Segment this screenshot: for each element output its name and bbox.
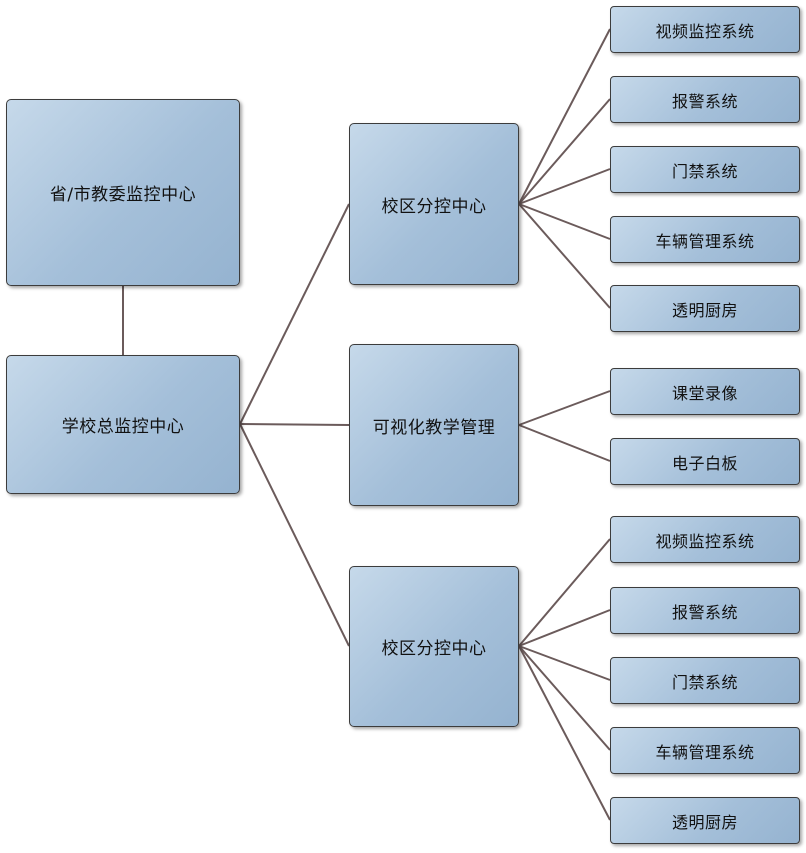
connector-campus-2-leaf-0 (518, 538, 611, 647)
leaf-campus-2-vehicle-management: 车辆管理系统 (610, 727, 800, 774)
leaf-campus-1-access-control: 门禁系统 (610, 146, 800, 193)
node-campus-sub-control-center-1: 校区分控中心 (349, 123, 519, 285)
leaf-visual-electronic-whiteboard: 电子白板 (610, 438, 800, 485)
leaf-campus-2-access-control: 门禁系统 (610, 657, 800, 704)
connector-campus-2-leaf-2 (518, 645, 611, 681)
connector-campus-1-leaf-3 (518, 203, 611, 240)
node-campus-sub-control-center-2: 校区分控中心 (349, 566, 519, 727)
connector-campus-2-leaf-4 (518, 645, 611, 821)
connector-school-visual (239, 423, 350, 426)
leaf-campus-1-transparent-kitchen: 透明厨房 (610, 285, 800, 332)
connector-campus-1-leaf-1 (518, 98, 611, 205)
connector-campus-1-leaf-0 (518, 28, 611, 205)
connector-school-campus-2 (239, 423, 350, 647)
leaf-campus-1-alarm-system: 报警系统 (610, 76, 800, 123)
node-province-monitoring-center: 省/市教委监控中心 (6, 99, 240, 286)
connector-campus-2-leaf-1 (518, 609, 611, 647)
connector-campus-2-leaf-3 (518, 645, 611, 751)
leaf-campus-2-transparent-kitchen: 透明厨房 (610, 797, 800, 844)
leaf-campus-2-alarm-system: 报警系统 (610, 587, 800, 634)
leaf-visual-classroom-recording: 课堂录像 (610, 368, 800, 415)
connector-campus-1-leaf-4 (518, 203, 611, 309)
node-school-main-monitoring-center: 学校总监控中心 (6, 355, 240, 494)
leaf-campus-2-video-surveillance: 视频监控系统 (610, 516, 800, 563)
leaf-campus-1-vehicle-management: 车辆管理系统 (610, 216, 800, 263)
connector-visual-leaf-0 (518, 390, 611, 426)
connector-school-campus-1 (239, 203, 350, 425)
leaf-campus-1-video-surveillance: 视频监控系统 (610, 6, 800, 53)
connector-campus-1-leaf-2 (518, 168, 611, 205)
connector-visual-leaf-1 (518, 424, 611, 462)
node-visual-teaching-management: 可视化教学管理 (349, 344, 519, 506)
